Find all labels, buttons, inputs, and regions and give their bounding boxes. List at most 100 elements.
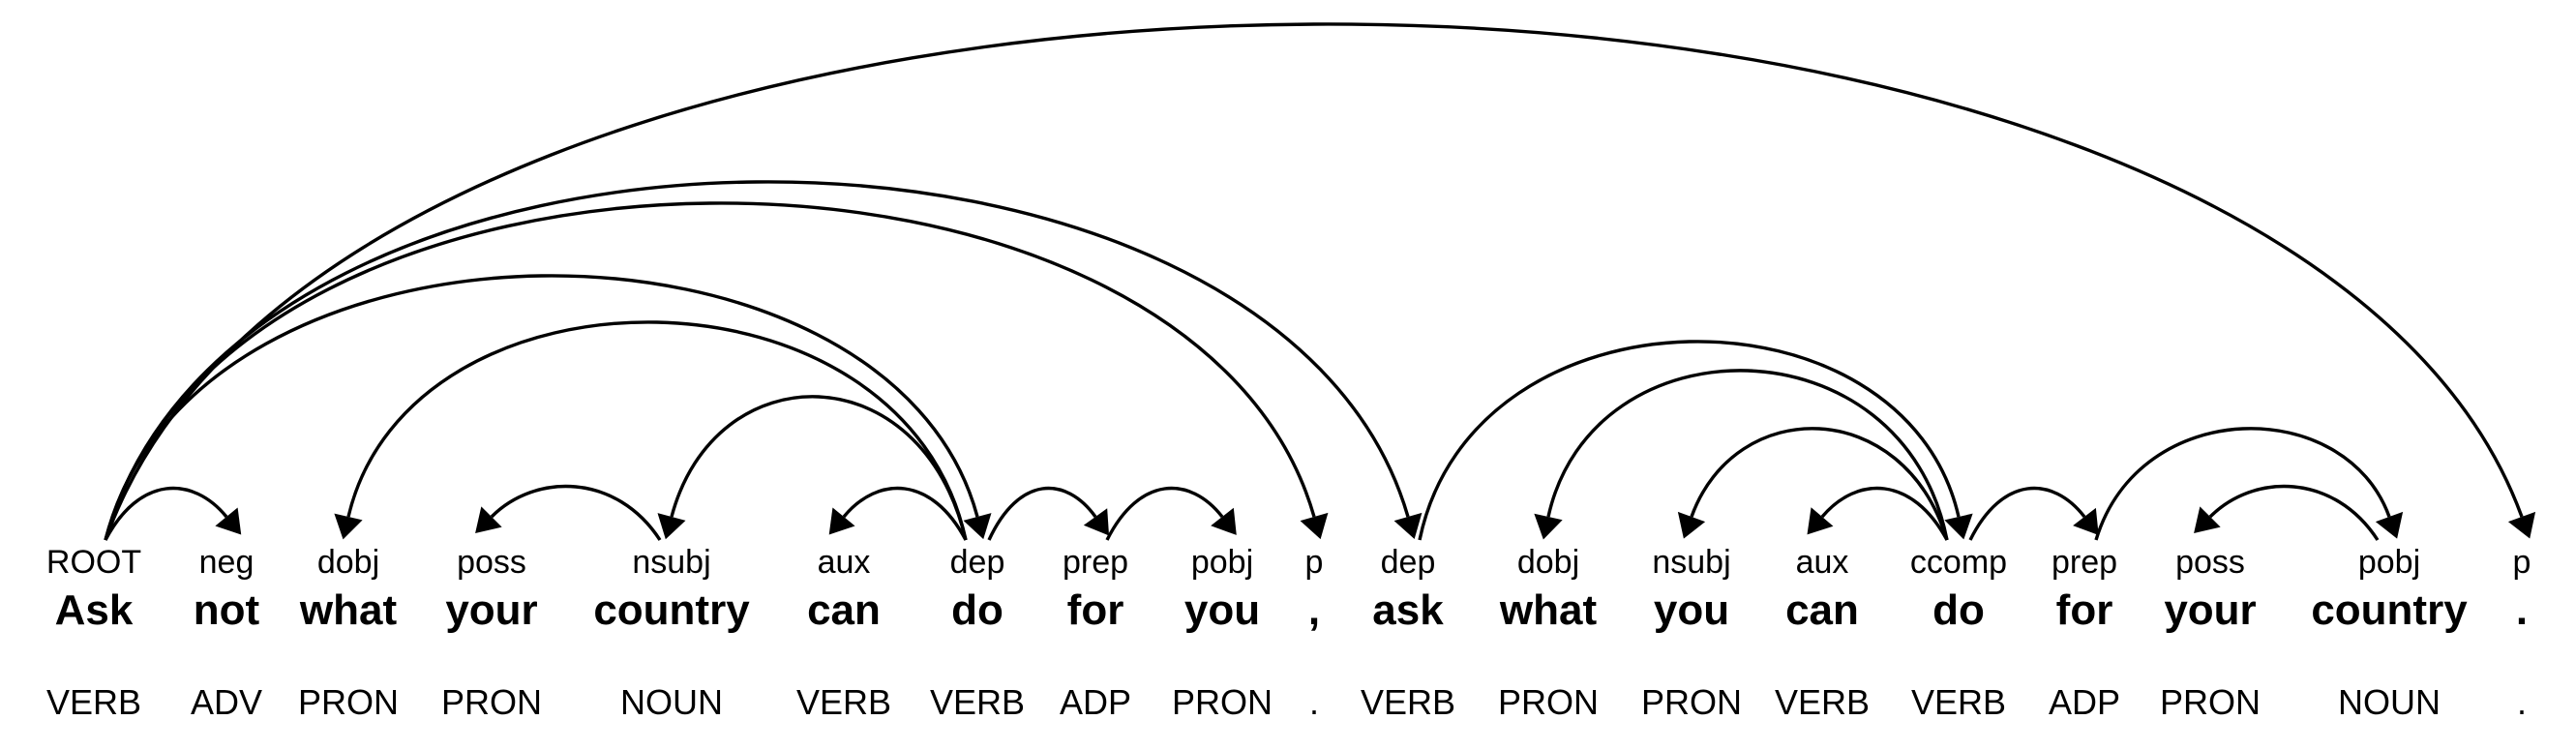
pos-tag: PRON <box>297 682 400 722</box>
dep-label: pobj <box>2357 544 2421 581</box>
pos-tag: VERB <box>45 682 142 722</box>
word: what <box>299 586 398 634</box>
word: Ask <box>54 586 134 634</box>
dependency-arc-dobj <box>1546 369 1949 541</box>
dep-label: dep <box>949 544 1005 581</box>
pos-tag: PRON <box>1497 682 1600 722</box>
arrowhead-icon <box>657 513 686 540</box>
word: you <box>1653 586 1730 634</box>
token-comma-9: p,. <box>1305 544 1324 722</box>
arrowhead-icon <box>963 513 992 540</box>
arrowhead-icon <box>334 513 363 540</box>
pos-tag: ADV <box>190 682 263 722</box>
dep-label: dobj <box>316 544 380 581</box>
pos-tag: NOUN <box>619 682 723 722</box>
pos-tag: PRON <box>2159 682 2261 722</box>
word: for <box>2055 586 2113 634</box>
dep-label: p <box>2512 544 2531 581</box>
dep-label: aux <box>817 544 871 581</box>
pos-tag: . <box>2516 682 2528 722</box>
word: what <box>1499 586 1598 634</box>
word: your <box>445 586 538 634</box>
pos-tag: VERB <box>929 682 1026 722</box>
dep-label: prep <box>1062 544 1129 581</box>
dependency-arc-pobj <box>1105 486 1224 541</box>
dependency-arc-pobj <box>2094 427 2391 541</box>
dep-label: p <box>1304 544 1324 581</box>
pos-tag: PRON <box>440 682 543 722</box>
word: you <box>1183 586 1261 634</box>
arrowhead-icon <box>215 507 242 535</box>
word: ask <box>1372 586 1444 634</box>
dep-label: nsubj <box>632 544 711 581</box>
dependency-arc-dobj <box>346 320 968 541</box>
dep-label: dobj <box>1516 544 1580 581</box>
arrowhead-icon <box>475 506 502 534</box>
dependency-arc-poss <box>490 484 662 541</box>
dep-label: pobj <box>1190 544 1254 581</box>
dependency-arc-dep <box>104 274 979 541</box>
arrowhead-icon <box>1944 513 1973 540</box>
dependency-arc-prep <box>1968 486 2086 541</box>
arrowhead-icon <box>1083 508 1110 536</box>
pos-tag: . <box>1308 682 1320 722</box>
word: country <box>593 586 750 634</box>
pos-tag: PRON <box>1640 682 1743 722</box>
dependency-arc-p <box>104 22 2524 541</box>
pos-tag: VERB <box>795 682 892 722</box>
dependency-arc-neg <box>104 486 228 541</box>
dep-label: dep <box>1380 544 1436 581</box>
word: can <box>807 586 881 634</box>
dependency-arc-ccomp <box>1418 340 1961 541</box>
dep-label: poss <box>457 544 526 581</box>
arrowhead-icon <box>2507 511 2536 539</box>
word: for <box>1066 586 1124 634</box>
arrowhead-icon <box>1534 513 1563 540</box>
dep-label: poss <box>2175 544 2245 581</box>
dependency-arc-poss <box>2208 484 2380 541</box>
dependency-arc-p <box>104 201 1316 541</box>
pos-tag: ADP <box>2048 682 2121 722</box>
pos-tag: ADP <box>1059 682 1132 722</box>
word: country <box>2311 586 2468 634</box>
arrowhead-icon <box>1677 511 1706 539</box>
dependency-arc-nsubj <box>1690 427 1949 541</box>
word: not <box>193 586 260 634</box>
word: do <box>1932 586 1985 634</box>
dep-label: aux <box>1795 544 1849 581</box>
dep-label: ccomp <box>1909 544 2008 581</box>
dependency-arc-aux <box>842 486 968 541</box>
pos-tag: VERB <box>1774 682 1871 722</box>
arrowhead-icon <box>2194 506 2221 534</box>
arrowhead-icon <box>1211 507 1237 535</box>
dependency-arc-aux <box>1820 486 1949 541</box>
arrowhead-icon <box>2375 511 2404 539</box>
word: your <box>2164 586 2257 634</box>
dep-label: ROOT <box>45 544 142 581</box>
word: do <box>951 586 1003 634</box>
dep-label: nsubj <box>1652 544 1731 581</box>
dep-label: prep <box>2051 544 2118 581</box>
word: , <box>1307 586 1321 634</box>
dependency-arc-prep <box>987 486 1097 541</box>
pos-tag: VERB <box>1910 682 2007 722</box>
pos-tag: NOUN <box>2337 682 2441 722</box>
pos-tag: PRON <box>1171 682 1273 722</box>
token-period-18: p.. <box>2513 544 2531 722</box>
